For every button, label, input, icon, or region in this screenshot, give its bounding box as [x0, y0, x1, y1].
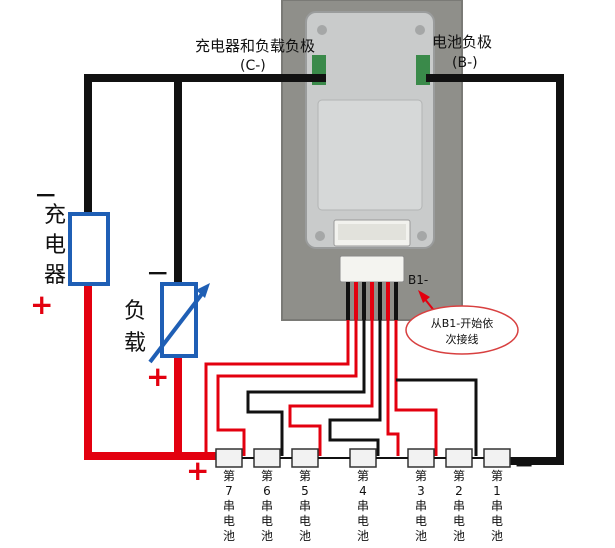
cell-6-label-char-1: 第 — [261, 469, 273, 483]
charger-box — [68, 212, 110, 286]
cell-2 — [445, 448, 473, 468]
load-resistor — [148, 282, 210, 364]
cell-5-label-char-1: 第 — [299, 469, 311, 483]
cell-5-label-char-3: 串 — [299, 499, 311, 513]
pack-minus-sign: − — [514, 451, 534, 479]
label-charger-load-negative-code: (C-) — [240, 58, 266, 74]
note-line-2: 次接线 — [446, 332, 479, 346]
cell-2-label-char-1: 第 — [453, 469, 465, 483]
charger-plus-sign: + — [30, 288, 53, 321]
balance-wires-photo — [346, 282, 398, 320]
b1-label: B1- — [408, 273, 428, 287]
cell-7-label-char-4: 电 — [223, 514, 235, 528]
cell-6 — [253, 448, 281, 468]
cell-7 — [215, 448, 243, 468]
charger-minus-sign: − — [34, 178, 57, 211]
load-minus-sign: − — [146, 256, 169, 289]
cell-1-label-char-5: 池 — [491, 529, 503, 543]
note-ellipse — [405, 305, 519, 355]
cell-2-label-char-3: 串 — [453, 499, 465, 513]
cell-2-label-char-2: 2 — [455, 484, 463, 498]
cell-6-label-char-4: 电 — [261, 514, 273, 528]
charger-label-2: 电 — [44, 233, 66, 258]
cell-5 — [291, 448, 319, 468]
cell-6-label-char-3: 串 — [261, 499, 273, 513]
label-charger-load-negative: 充电器和负载负极 — [195, 37, 315, 55]
balance-leads — [204, 320, 478, 456]
note-line-1: 从B1-开始依 — [431, 316, 494, 330]
cell-7-label-char-5: 池 — [223, 529, 235, 543]
cell-1-label-char-4: 电 — [491, 514, 503, 528]
cell-1-label-char-2: 1 — [493, 484, 501, 498]
charger-label-1: 充 — [44, 203, 66, 228]
cell-7-label-char-1: 第 — [223, 469, 235, 483]
cell-7-label-char-2: 7 — [225, 484, 233, 498]
cell-5-label-char-5: 池 — [299, 529, 311, 543]
cell-4-label-char-5: 池 — [357, 529, 369, 543]
label-battery-negative: 电池负极 — [432, 33, 492, 51]
cell-5-label-char-4: 电 — [299, 514, 311, 528]
cell-4-label-char-2: 4 — [359, 484, 367, 498]
cell-2-label-char-5: 池 — [453, 529, 465, 543]
load-plus-sign: + — [146, 360, 169, 393]
battery-cells — [215, 448, 511, 468]
cell-1-label-char-1: 第 — [491, 469, 503, 483]
load-label-2: 载 — [124, 331, 146, 356]
cell-3-label-char-1: 第 — [415, 469, 427, 483]
cell-4 — [349, 448, 377, 468]
red-main-wires — [84, 280, 230, 460]
cell-3 — [407, 448, 435, 468]
cell-3-label-char-2: 3 — [417, 484, 425, 498]
load-label-1: 负 — [124, 299, 146, 324]
cell-3-label-char-5: 池 — [415, 529, 427, 543]
cell-4-label-char-1: 第 — [357, 469, 369, 483]
cell-2-label-char-4: 电 — [453, 514, 465, 528]
cell-3-label-char-4: 电 — [415, 514, 427, 528]
cell-1 — [483, 448, 511, 468]
cell-5-label-char-2: 5 — [301, 484, 309, 498]
cell-6-label-char-2: 6 — [263, 484, 271, 498]
cell-1-label-char-3: 串 — [491, 499, 503, 513]
cell-4-label-char-3: 串 — [357, 499, 369, 513]
pack-plus-sign: + — [186, 454, 209, 487]
bms-module — [305, 11, 435, 249]
charger-label-3: 器 — [44, 263, 66, 288]
cell-6-label-char-5: 池 — [261, 529, 273, 543]
cell-3-label-char-3: 串 — [415, 499, 427, 513]
cell-7-label-char-3: 串 — [223, 499, 235, 513]
black-main-wires — [84, 74, 564, 465]
cell-4-label-char-4: 电 — [357, 514, 369, 528]
label-battery-negative-code: (B-) — [452, 55, 478, 71]
balance-plug — [339, 255, 405, 283]
